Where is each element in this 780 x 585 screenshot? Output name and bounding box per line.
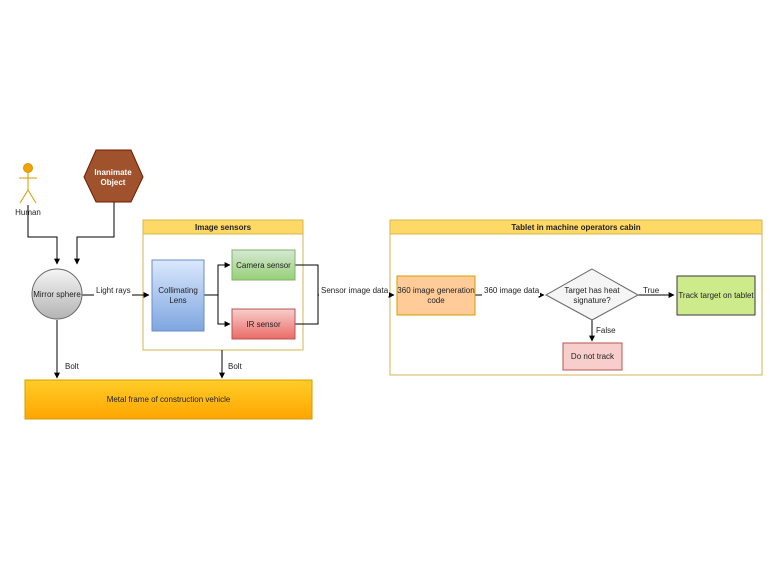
- do-not-track-node: Do not track: [562, 342, 623, 371]
- edge-label-light-rays: Light rays: [96, 286, 131, 295]
- camera-sensor-label: Camera sensor: [236, 261, 291, 270]
- edge-label-bolt-left: Bolt: [65, 362, 80, 371]
- metal-frame-node: Metal frame of construction vehicle: [24, 379, 313, 420]
- do-not-track-label: Do not track: [571, 352, 615, 361]
- edge-lens-to-camera: [204, 262, 231, 296]
- track-target-node: Track target on tablet: [676, 275, 756, 316]
- actor-label-human: Human: [15, 208, 41, 217]
- decision-label-line1: Target has heat: [564, 286, 620, 295]
- container-title-image-sensors: Image sensors: [195, 223, 252, 232]
- image-generation-label-line1: 360 image generation: [397, 286, 474, 295]
- edge-label-bolt-right: Bolt: [228, 362, 243, 371]
- edge-object-to-sphere: [74, 202, 115, 265]
- edge-human-to-sphere: [27, 205, 60, 265]
- human-actor-icon: [19, 163, 37, 204]
- edge-label-sensor-image-data: Sensor image data: [321, 286, 389, 295]
- camera-sensor-node: Camera sensor: [231, 249, 296, 281]
- ir-sensor-label: IR sensor: [246, 320, 281, 329]
- inanimate-label-line1: Inanimate: [94, 168, 132, 177]
- collimating-lens-node: Collimating Lens: [151, 259, 205, 332]
- edge-label-false: False: [596, 326, 616, 335]
- collimating-label-line2: Lens: [169, 296, 186, 305]
- edge-label-360-image-data: 360 image data: [484, 286, 540, 295]
- mirror-sphere-label: Mirror sphere: [33, 290, 81, 299]
- edge-lens-to-ir: [217, 295, 231, 327]
- container-title-tablet: Tablet in machine operators cabin: [511, 223, 640, 232]
- edge-label-true: True: [643, 286, 660, 295]
- ir-sensor-node: IR sensor: [231, 308, 296, 340]
- metal-frame-label: Metal frame of construction vehicle: [107, 395, 231, 404]
- inanimate-label-line2: Object: [101, 178, 126, 187]
- image-generation-label-line2: code: [427, 296, 445, 305]
- collimating-label-line1: Collimating: [158, 286, 198, 295]
- heat-signature-decision-node: Target has heat signature?: [544, 268, 640, 321]
- track-target-label: Track target on tablet: [678, 291, 754, 300]
- inanimate-object-node: Inanimate Object: [83, 149, 144, 203]
- mirror-sphere-node: Mirror sphere: [31, 268, 83, 320]
- image-generation-node: 360 image generation code: [396, 275, 476, 316]
- decision-label-line2: signature?: [573, 296, 611, 305]
